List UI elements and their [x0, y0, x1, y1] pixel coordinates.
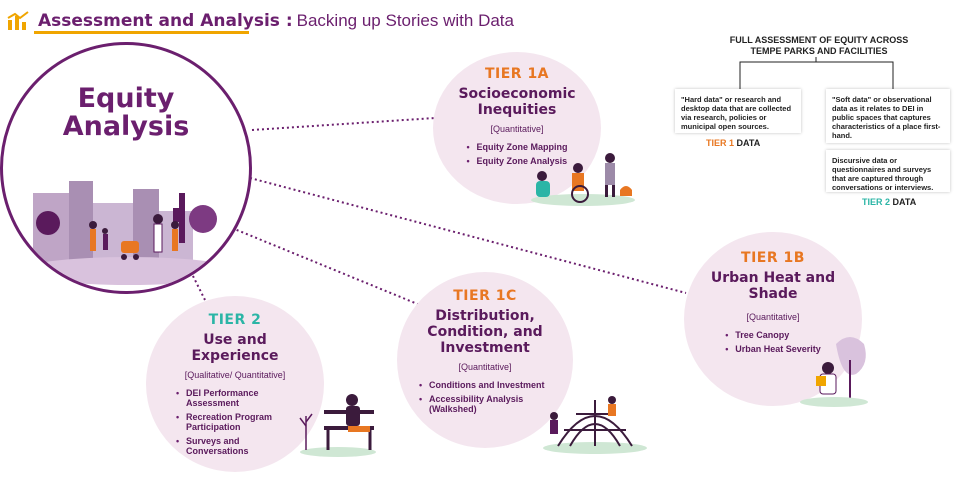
- tier-2-data-prefix: TIER 2: [862, 197, 891, 207]
- equity-analysis-title-line2: Analysis: [62, 111, 190, 142]
- park-scene-illustration: [19, 181, 239, 285]
- assessment-title-line2: TEMPE PARKS AND FACILITIES: [750, 46, 888, 56]
- list-item: Surveys and Conversations: [176, 436, 294, 456]
- connector-tier1a: [251, 117, 436, 131]
- bench-sitting-illustration: [299, 394, 376, 457]
- hard-data-box: "Hard data" or research and desktop data…: [675, 89, 801, 133]
- tier-1-data-label: TIER 1 DATA: [706, 138, 760, 148]
- page-title: Assessment and Analysis :: [38, 11, 293, 31]
- tier-1c-title-line2: Condition, and: [427, 324, 543, 340]
- assessment-title: FULL ASSESSMENT OF EQUITY ACROSS TEMPE P…: [714, 35, 924, 57]
- tier-2-list: DEI Performance Assessment Recreation Pr…: [176, 388, 294, 460]
- tier-2-data-label: TIER 2 DATA: [862, 197, 916, 207]
- connector-tier1c: [231, 227, 421, 306]
- tier-1a-title-line1: Socioeconomic: [458, 86, 576, 102]
- header: Assessment and Analysis : Backing up Sto…: [6, 6, 514, 36]
- equity-analysis-circle: Equity Analysis: [0, 42, 252, 294]
- list-item: Tree Canopy: [725, 330, 821, 340]
- list-item: DEI Performance Assessment: [176, 388, 294, 408]
- tier-1c-circle: TIER 1C Distribution, Condition, and Inv…: [397, 272, 573, 448]
- wheelchair-family-illustration: [531, 153, 635, 206]
- connector-tier1b: [249, 177, 687, 294]
- tier-1c-type: [Quantitative]: [458, 362, 512, 372]
- tier-1b-title-line2: Shade: [748, 286, 798, 302]
- assessment-title-line1: FULL ASSESSMENT OF EQUITY ACROSS: [729, 35, 909, 45]
- list-item: Accessibility Analysis (Walkshed): [419, 394, 551, 414]
- list-item: Recreation Program Participation: [176, 412, 294, 432]
- tier-2-label: TIER 2: [208, 312, 262, 328]
- soft-data-box: "Soft data" or observational data as it …: [826, 89, 950, 143]
- equity-analysis-title-line1: Equity: [77, 83, 175, 114]
- tier-1a-label: TIER 1A: [484, 66, 550, 82]
- discursive-data-box: Discursive data or questionnaires and su…: [826, 150, 950, 192]
- tier-1c-title-line3: Investment: [440, 340, 530, 356]
- tier-2-circle: TIER 2 Use and Experience [Qualitative/ …: [146, 296, 324, 472]
- header-underline: [34, 31, 249, 34]
- tier-1b-title: Urban Heat and Shade: [684, 270, 862, 302]
- tier-2-title: Use and Experience: [146, 332, 324, 364]
- page-subtitle: Backing up Stories with Data: [296, 11, 514, 30]
- tier-1c-list: Conditions and Investment Accessibility …: [419, 380, 551, 418]
- tier-1b-type: [Quantitative]: [746, 312, 800, 322]
- list-item: Urban Heat Severity: [725, 344, 821, 354]
- tier-1b-list: Tree Canopy Urban Heat Severity: [725, 330, 821, 358]
- tier-1c-label: TIER 1C: [453, 288, 517, 304]
- tier-1b-title-line1: Urban Heat and: [710, 270, 836, 286]
- bar-chart-icon: [7, 11, 29, 30]
- tier-1a-list: Equity Zone Mapping Equity Zone Analysis: [467, 142, 568, 170]
- tier-1a-type: [Quantitative]: [490, 124, 544, 134]
- climbing-dome-illustration: [543, 396, 647, 454]
- tier-1b-label: TIER 1B: [741, 250, 805, 266]
- tier-2-data-suffix: DATA: [892, 197, 917, 207]
- tier-1c-title: Distribution, Condition, and Investment: [397, 308, 573, 356]
- list-item: Equity Zone Analysis: [467, 156, 568, 166]
- tier-2-title-line1: Use and: [203, 332, 267, 348]
- tier-2-title-line2: Experience: [191, 348, 279, 364]
- tier-1-data-prefix: TIER 1: [706, 138, 735, 148]
- tier-1a-title-line2: Inequities: [477, 102, 557, 118]
- reading-under-tree-illustration: [800, 337, 868, 407]
- tier-2-type: [Qualitative/ Quantitative]: [184, 370, 286, 380]
- tier-1c-title-line1: Distribution,: [435, 308, 535, 324]
- tier-1-data-suffix: DATA: [736, 138, 761, 148]
- assessment-bracket: [739, 61, 894, 89]
- tier-1a-title: Socioeconomic Inequities: [433, 86, 601, 118]
- equity-analysis-title: Equity Analysis: [3, 85, 249, 141]
- list-item: Equity Zone Mapping: [467, 142, 568, 152]
- list-item: Conditions and Investment: [419, 380, 551, 390]
